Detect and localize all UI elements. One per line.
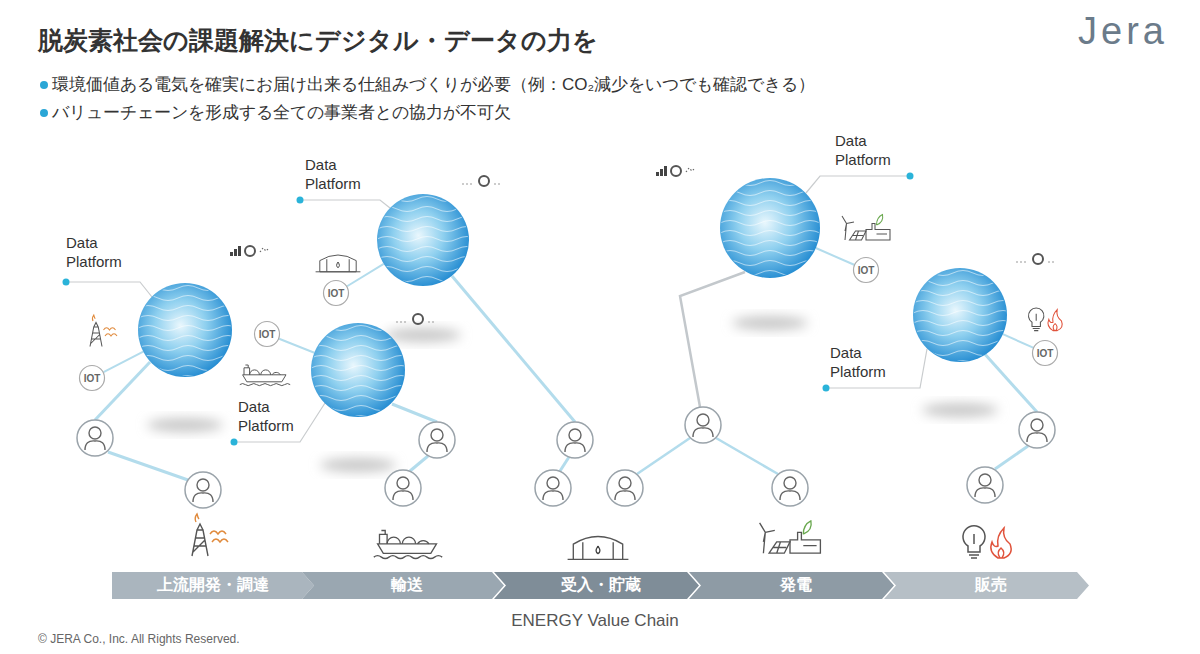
value-chain-band: 発電 — [689, 572, 894, 599]
data-platform-circle: Data Platform — [311, 323, 405, 417]
iot-label: IOT — [328, 288, 345, 299]
person-icon — [385, 470, 421, 506]
link-line — [95, 362, 150, 420]
leader-dot — [231, 439, 238, 446]
leader-dot — [63, 279, 70, 286]
node-outline — [311, 323, 405, 417]
ship-icon — [374, 531, 442, 559]
bullet-text: 環境価値ある電気を確実にお届け出来る仕組みづくりが必要（例：CO₂減少をいつでも… — [52, 73, 815, 96]
data-marks — [230, 246, 269, 256]
iot-link — [816, 248, 854, 265]
shadow — [147, 418, 223, 432]
link-line — [108, 452, 188, 480]
person-icon — [77, 420, 113, 456]
platform-label: Data Platform — [835, 132, 907, 170]
stage-label: 上流開発・調達 — [157, 575, 269, 596]
slide-title: 脱炭素社会の課題解決にデジタル・データの力を — [38, 24, 598, 57]
data-marks — [656, 166, 695, 176]
link-line — [392, 404, 437, 422]
data-platform-circle: Data Platform — [377, 194, 469, 286]
data-platform-circle: Data Platform — [138, 283, 232, 377]
iot-circle: IOT — [79, 365, 105, 391]
link-line — [452, 276, 575, 422]
storage-tank-icon — [568, 537, 629, 560]
person-icon — [185, 472, 221, 508]
iot-label: IOT — [259, 329, 276, 340]
iot-circle: IOT — [853, 257, 879, 283]
ship-icon — [240, 365, 290, 386]
person-icon — [557, 422, 593, 458]
oil-rig-icon — [90, 315, 117, 347]
link-line — [680, 272, 745, 407]
iot-link — [347, 264, 384, 286]
iot-circle: IOT — [1032, 340, 1058, 366]
power-plant-icon — [842, 215, 890, 241]
node-outline — [377, 194, 469, 286]
value-chain-band: 受入・貯蔵 — [494, 572, 699, 599]
value-chain-band: 輸送 — [302, 572, 504, 599]
oil-rig-icon — [192, 514, 228, 556]
person-icon — [535, 470, 571, 506]
person-icon — [1019, 412, 1055, 448]
platform-label: Data Platform — [305, 156, 377, 194]
node-outline — [138, 283, 232, 377]
data-marks — [1016, 254, 1056, 264]
iot-label: IOT — [84, 373, 101, 384]
person-icon — [967, 467, 1003, 503]
bullet-dot — [40, 81, 48, 89]
value-chain-band: 上流開発・調達 — [112, 572, 314, 599]
storage-tank-icon — [316, 255, 361, 272]
link-line — [983, 352, 1037, 412]
person-icon — [772, 470, 808, 506]
node-outline — [913, 268, 1007, 362]
link-line — [995, 446, 1028, 469]
bulb-flame-icon — [1029, 308, 1063, 331]
value-chain-band: 販売 — [884, 572, 1089, 599]
link-line — [66, 282, 152, 297]
copyright: © JERA Co., Inc. All Rights Reserved. — [38, 632, 240, 646]
shadow — [922, 403, 998, 417]
caption: ENERGY Value Chain — [395, 611, 795, 631]
power-plant-icon — [760, 521, 821, 553]
bullet-dot — [40, 109, 48, 117]
data-platform-circle: Data Platform — [913, 268, 1007, 362]
leader-dot — [297, 197, 304, 204]
person-icon — [607, 470, 643, 506]
leader-dot — [907, 173, 914, 180]
platform-label: Data Platform — [830, 344, 902, 382]
link-line — [637, 438, 690, 474]
data-marks — [462, 176, 502, 186]
link-line — [560, 457, 569, 471]
link-line — [300, 200, 390, 208]
iot-link — [279, 339, 314, 353]
stage-label: 販売 — [967, 575, 1007, 596]
shadow — [732, 316, 808, 330]
shadow — [320, 458, 396, 472]
iot-link — [104, 352, 144, 372]
leader-dot — [823, 385, 830, 392]
data-marks — [396, 314, 436, 324]
stage-label: 受入・貯蔵 — [553, 575, 641, 596]
person-icon — [419, 422, 455, 458]
link-line — [410, 456, 428, 471]
node-outline — [720, 178, 820, 278]
iot-label: IOT — [858, 265, 875, 276]
link-line — [806, 176, 910, 193]
iot-circle: IOT — [254, 321, 280, 347]
bullet-text: バリューチェーンを形成する全ての事業者との協力が不可欠 — [52, 101, 511, 124]
data-platform-circle: Data Platform — [720, 178, 820, 278]
platform-label: Data Platform — [66, 234, 138, 272]
iot-link — [1003, 334, 1033, 348]
company-logo: Jera — [1078, 10, 1168, 53]
link-line — [716, 438, 778, 474]
bulb-flame-icon — [963, 526, 1011, 558]
person-icon — [685, 407, 721, 443]
stage-label: 発電 — [772, 575, 812, 596]
stage-label: 輸送 — [383, 575, 423, 596]
iot-label: IOT — [1037, 348, 1054, 359]
shadow — [385, 328, 461, 342]
iot-circle: IOT — [323, 280, 349, 306]
platform-label: Data Platform — [238, 398, 310, 436]
